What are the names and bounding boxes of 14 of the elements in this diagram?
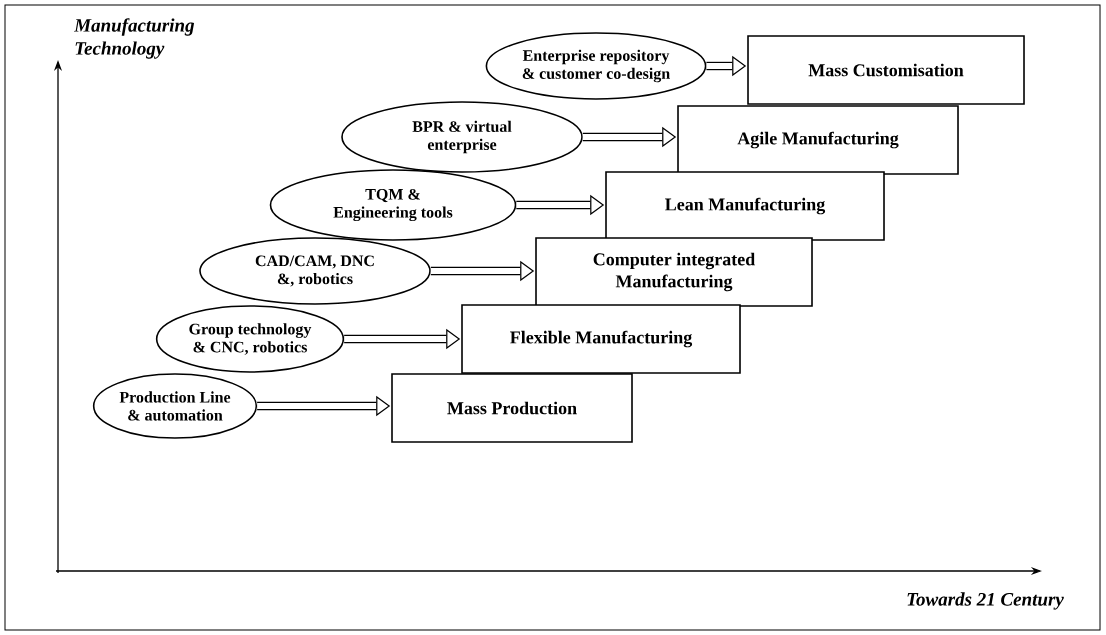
stage-box: Mass Production bbox=[391, 373, 633, 443]
ellipse-node: Group technology & CNC, robotics bbox=[155, 305, 345, 373]
stage-box: Flexible Manufacturing bbox=[461, 304, 741, 374]
ellipse-node: CAD/CAM, DNC &, robotics bbox=[199, 237, 431, 305]
stage-box: Lean Manufacturing bbox=[605, 171, 885, 241]
ellipse-node: Enterprise repository & customer co-design bbox=[485, 32, 707, 100]
ellipse-node: TQM & Engineering tools bbox=[269, 169, 517, 241]
stage-box: Computer integrated Manufacturing bbox=[535, 237, 813, 307]
stage-box: Mass Customisation bbox=[747, 35, 1025, 105]
ellipse-node: Production Line & automation bbox=[92, 373, 258, 439]
ellipse-node: BPR & virtual enterprise bbox=[341, 101, 583, 173]
axis-label: Manufacturing Technology bbox=[73, 18, 195, 59]
stage-box: Agile Manufacturing bbox=[677, 105, 959, 175]
axis-label: Towards 21 Century bbox=[907, 592, 1064, 610]
